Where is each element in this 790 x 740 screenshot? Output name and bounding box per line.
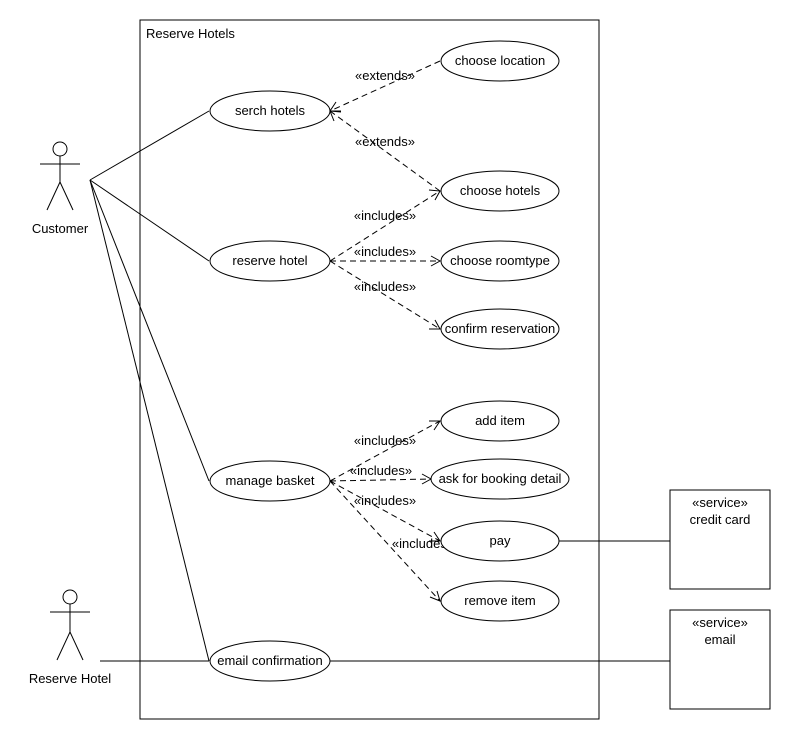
- label-includes-1: «includes»: [354, 208, 416, 223]
- dependency-extends-choose-location: [329, 60, 441, 112]
- actor-leg-right: [69, 631, 84, 661]
- use-case-ellipse: [440, 400, 560, 442]
- service-name: credit card: [690, 512, 751, 527]
- arrowhead-icon: [429, 531, 441, 542]
- actor-reserve-hotel[interactable]: Reserve Hotel: [29, 589, 111, 686]
- actor-head: [52, 141, 68, 157]
- dependency-extends-choose-hotels: [329, 110, 441, 192]
- arrowhead-icon: [428, 189, 441, 201]
- service-name: email: [704, 632, 735, 647]
- use-case-manage-basket[interactable]: manage basket: [209, 460, 331, 502]
- dependency-includes-pay: [329, 480, 441, 542]
- use-case-ellipse: [209, 240, 331, 282]
- actor-leg-right: [59, 181, 74, 211]
- use-case-label: choose roomtype: [450, 253, 550, 268]
- use-case-choose-roomtype[interactable]: choose roomtype: [440, 240, 560, 282]
- use-case-ellipse: [209, 90, 331, 132]
- association-customer-email-confirmation: [89, 179, 210, 662]
- dependency-includes-ask-booking-detail: [329, 478, 432, 482]
- use-case-ellipse: [440, 170, 560, 212]
- label-includes-2: «includes»: [354, 244, 416, 259]
- association-customer-serch-hotels: [89, 110, 210, 181]
- arrowhead-icon: [429, 590, 441, 602]
- use-case-label: ask for booking detail: [439, 471, 562, 486]
- use-case-label: choose location: [455, 53, 545, 68]
- use-case-remove-item[interactable]: remove item: [440, 580, 560, 622]
- use-case-label: add item: [475, 413, 525, 428]
- dependency-includes-add-item: [329, 420, 441, 482]
- use-case-label: pay: [490, 533, 511, 548]
- service-email[interactable]: «service» email: [669, 609, 771, 710]
- arrowhead-icon: [429, 420, 441, 431]
- use-case-confirm-reservation[interactable]: confirm reservation: [440, 308, 560, 350]
- actor-leg-left: [46, 181, 61, 211]
- actor-leg-left: [56, 631, 71, 661]
- use-case-label: choose hotels: [460, 183, 541, 198]
- actor-customer-label: Customer: [32, 221, 89, 236]
- use-case-ellipse: [430, 458, 570, 500]
- service-stereotype: «service»: [692, 615, 748, 630]
- use-case-ellipse: [209, 460, 331, 502]
- use-case-ask-booking-detail[interactable]: ask for booking detail: [430, 458, 570, 500]
- label-extends-1: «extends»: [355, 68, 415, 83]
- service-box: [669, 609, 771, 710]
- use-case-label: remove item: [464, 593, 536, 608]
- actor-head: [62, 589, 78, 605]
- use-case-label: serch hotels: [235, 103, 306, 118]
- association-customer-manage-basket: [89, 179, 210, 482]
- use-case-ellipse: [440, 580, 560, 622]
- service-box: [669, 489, 771, 590]
- service-stereotype: «service»: [692, 495, 748, 510]
- arrowhead-icon: [430, 255, 442, 267]
- use-case-ellipse: [440, 40, 560, 82]
- dependency-includes-choose-hotels: [329, 190, 441, 262]
- label-includes-5: «includes»: [350, 463, 412, 478]
- label-extends-2: «extends»: [355, 134, 415, 149]
- arrowhead-icon: [429, 319, 441, 330]
- actor-customer[interactable]: Customer: [32, 141, 89, 236]
- use-case-pay[interactable]: pay: [440, 520, 560, 562]
- use-case-label: confirm reservation: [445, 321, 556, 336]
- use-case-reserve-hotel[interactable]: reserve hotel: [209, 240, 331, 282]
- use-case-label: email confirmation: [217, 653, 323, 668]
- use-case-ellipse: [440, 308, 560, 350]
- use-case-choose-location[interactable]: choose location: [440, 40, 560, 82]
- use-case-choose-hotels[interactable]: choose hotels: [440, 170, 560, 212]
- use-case-ellipse: [209, 640, 331, 682]
- use-case-ellipse: [440, 240, 560, 282]
- use-case-label: reserve hotel: [232, 253, 307, 268]
- use-case-ellipse: [440, 520, 560, 562]
- dependency-includes-confirm-reservation: [329, 260, 441, 330]
- use-case-email-confirmation[interactable]: email confirmation: [209, 640, 331, 682]
- use-case-add-item[interactable]: add item: [440, 400, 560, 442]
- association-customer-reserve-hotel: [89, 179, 210, 262]
- label-includes-7: «includes»: [392, 536, 454, 551]
- dependency-includes-remove-item: [329, 480, 441, 602]
- label-includes-6: «includes»: [354, 493, 416, 508]
- actor-reserve-hotel-label: Reserve Hotel: [29, 671, 111, 686]
- label-includes-3: «includes»: [354, 279, 416, 294]
- label-includes-4: «includes»: [354, 433, 416, 448]
- use-case-label: manage basket: [226, 473, 315, 488]
- use-case-serch-hotels[interactable]: serch hotels: [209, 90, 331, 132]
- system-title: Reserve Hotels: [146, 26, 235, 41]
- service-credit-card[interactable]: «service» credit card: [669, 489, 771, 590]
